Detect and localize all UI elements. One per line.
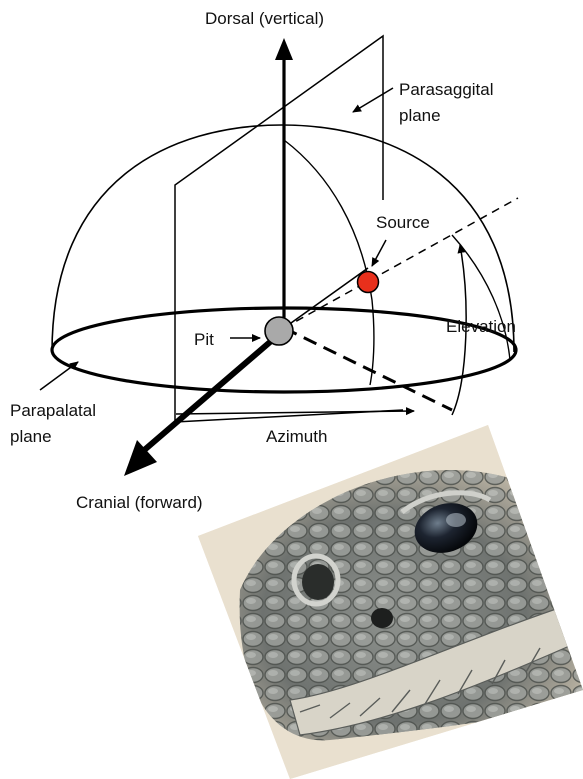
snake-head-photo [190,420,583,779]
pit-label: Pit [194,330,214,349]
azimuth-label: Azimuth [266,427,327,446]
dorsal-arrowhead [275,38,293,60]
source-marker [358,272,379,293]
parasaggital-label-line2: plane [399,106,441,125]
azimuth-projection-line [284,328,452,410]
dorsal-label: Dorsal (vertical) [205,9,324,28]
parasaggital-pointer [353,88,393,112]
parapalatal-label-line2: plane [10,427,52,446]
elevation-label: Elevation [446,317,516,336]
parasaggital-label-line1: Parasaggital [399,80,494,99]
parasaggital-plane [175,36,403,422]
source-direction-solid [284,268,368,328]
parapalatal-label-line1: Parapalatal [10,401,96,420]
pit-marker [265,317,293,345]
annotation-arrows [40,88,466,415]
parapalatal-pointer [40,362,78,390]
azimuth-pointer [176,411,414,414]
source-label: Source [376,213,430,232]
source-pointer [372,240,386,266]
cranial-label: Cranial (forward) [76,493,203,512]
